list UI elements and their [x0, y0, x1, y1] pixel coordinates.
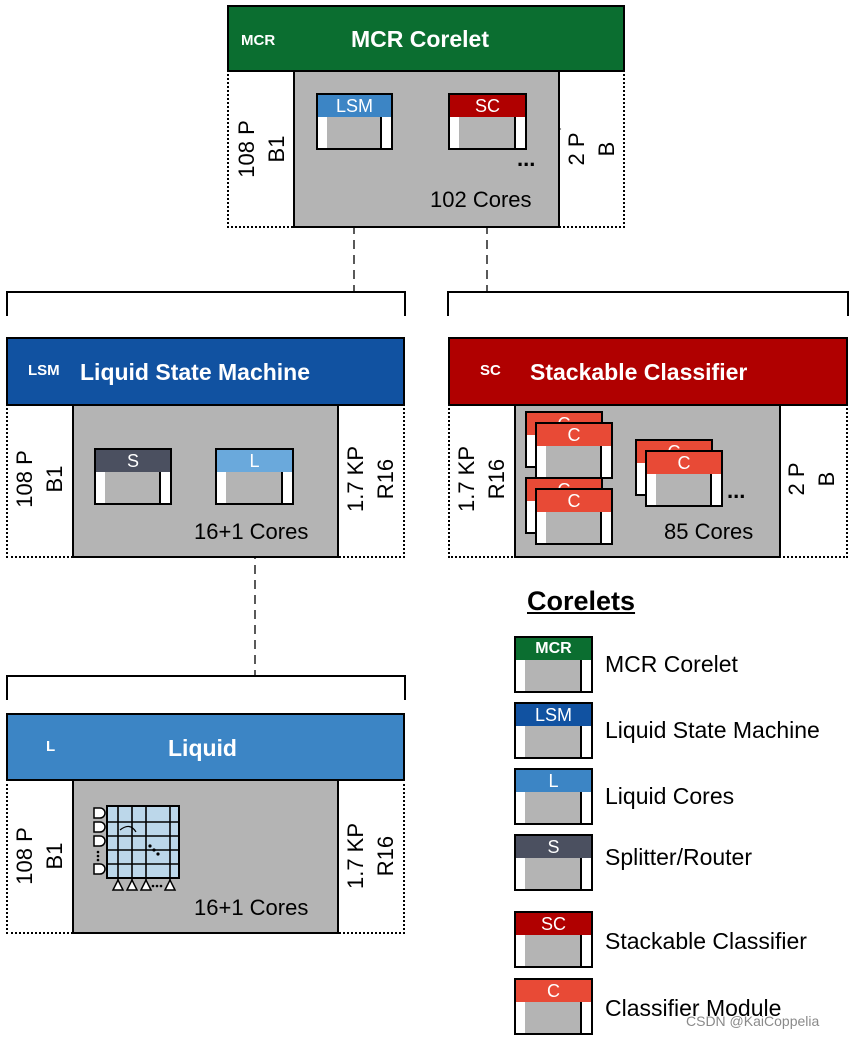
lsm-cores-label: 16+1 Cores: [194, 519, 309, 544]
lsm-right-b: R16: [373, 458, 398, 500]
bracket-liquid: [6, 675, 406, 700]
neurosynaptic-core-icon: [93, 805, 180, 891]
liquid-left-b: B1: [42, 842, 67, 870]
liquid-right-a: 1.7 KP: [343, 822, 368, 890]
liquid-left-a: 108 P: [12, 827, 37, 885]
mcr-lsm-module: LSM: [316, 93, 393, 150]
module-header: C: [647, 452, 721, 476]
module-header: S: [96, 450, 170, 474]
legend-swatch-sc: SC: [514, 911, 593, 968]
lsm-left-a: 108 P: [12, 450, 37, 508]
module-header: C: [537, 490, 611, 514]
watermark: CSDN @KaiCoppelia: [686, 1013, 820, 1029]
mcr-abbr: MCR: [241, 32, 276, 49]
mcr-ellipsis: ...: [517, 146, 536, 171]
lsm-abbr: LSM: [28, 362, 60, 379]
bracket-sc: [447, 291, 849, 316]
bracket-lsm: [6, 291, 406, 316]
legend-swatch-label: LSM: [516, 704, 591, 728]
lsm-liquid-module: L: [215, 448, 294, 505]
lsm-title: Liquid State Machine: [80, 359, 311, 385]
sc-left-b: R16: [484, 458, 509, 500]
lsm-left-b: B1: [42, 465, 67, 493]
liquid-abbr: L: [46, 738, 56, 755]
legend-title: Corelets: [527, 586, 636, 616]
legend-swatch-label: MCR: [516, 638, 591, 662]
lsm-header: LSM Liquid State Machine: [6, 337, 405, 406]
sc-classifier-module: C: [535, 488, 613, 545]
module-header: LSM: [318, 95, 391, 119]
lsm-splitter-module: S: [94, 448, 172, 505]
liquid-header: L Liquid: [6, 713, 405, 781]
sc-classifier-module: C: [645, 450, 723, 507]
legend-swatch-label: C: [516, 980, 591, 1004]
liquid-right-b: R16: [373, 835, 398, 877]
legend-swatch-label: SC: [516, 913, 591, 937]
mcr-left-a: 108 P: [234, 120, 259, 178]
sc-cores-label: 85 Cores: [664, 519, 754, 544]
sc-title: Stackable Classifier: [530, 359, 748, 385]
module-header: C: [537, 424, 611, 448]
legend-swatch-label: L: [516, 770, 591, 794]
legend-label-liquid: Liquid Cores: [605, 783, 735, 809]
mcr-left-b: B1: [264, 135, 289, 163]
sc-right-a: 2 P: [784, 462, 809, 496]
legend-swatch-splitter: S: [514, 834, 593, 891]
module-header: L: [217, 450, 292, 474]
mcr-sc-module: SC: [448, 93, 527, 150]
legend-swatch-mcr: MCR: [514, 636, 593, 693]
legend-swatch-label: S: [516, 836, 591, 860]
module-header: SC: [450, 95, 525, 119]
sc-ellipsis: ...: [727, 478, 746, 503]
sc-classifier-module: C: [535, 422, 613, 479]
mcr-header: MCR MCR Corelet: [227, 5, 625, 72]
mcr-cores-label: 102 Cores: [430, 187, 532, 212]
legend-label-splitter: Splitter/Router: [605, 844, 753, 870]
mcr-right-b: B: [594, 141, 619, 157]
mcr-right-a: 2 P: [564, 132, 589, 166]
liquid-cores-label: 16+1 Cores: [194, 895, 309, 920]
sc-header: SC Stackable Classifier: [448, 337, 848, 406]
lsm-right-a: 1.7 KP: [343, 445, 368, 513]
mcr-title: MCR Corelet: [351, 26, 490, 52]
sc-left-a: 1.7 KP: [454, 445, 479, 513]
legend-swatch-liquid: L: [514, 768, 593, 825]
liquid-title: Liquid: [168, 735, 237, 761]
sc-abbr: SC: [480, 362, 501, 379]
sc-right-b: B: [814, 471, 839, 487]
legend-swatch-classifier: C: [514, 978, 593, 1035]
legend-label-sc: Stackable Classifier: [605, 928, 807, 954]
legend-label-lsm: Liquid State Machine: [605, 717, 820, 743]
legend-label-mcr: MCR Corelet: [605, 651, 738, 677]
legend-swatch-lsm: LSM: [514, 702, 593, 759]
legend-label-classifier: Classifier Module: [605, 995, 782, 1021]
